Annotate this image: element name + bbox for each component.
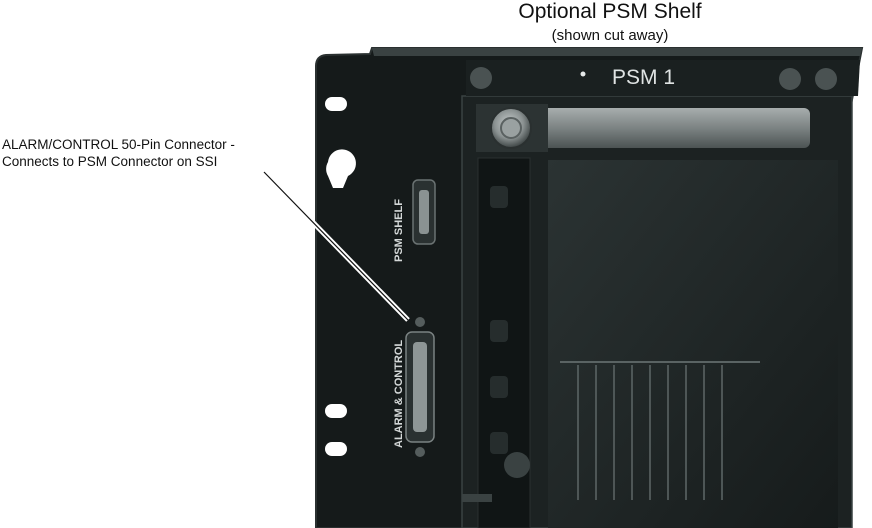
- alarm-control-connector-pins: [413, 342, 427, 432]
- chassis-bottom-edge: [462, 494, 492, 502]
- alarm-connector-screw-bottom: [415, 447, 425, 457]
- chassis-top-lip: [372, 48, 862, 56]
- led-indicator: [581, 72, 586, 77]
- heatsink-block: [548, 160, 838, 528]
- alarm-control-label: ALARM & CONTROL: [393, 340, 405, 448]
- rail-notch-4: [490, 432, 508, 454]
- module-bottom-screw: [504, 452, 530, 478]
- psm-shelf-label: PSM SHELF: [393, 199, 405, 262]
- rail-notch-1: [490, 186, 508, 208]
- psm-shelf-connector-pins: [419, 190, 429, 234]
- top-screw-right-1: [779, 68, 801, 90]
- rail-notch-2: [490, 320, 508, 342]
- mount-slot-top: [325, 97, 347, 111]
- thumbscrew-center: [501, 118, 521, 138]
- rail-notch-3: [490, 376, 508, 398]
- mount-slot-mid: [325, 404, 347, 418]
- top-screw-right-2: [815, 68, 837, 90]
- mount-slot-bottom: [325, 442, 347, 456]
- psm-module-label: PSM 1: [612, 66, 675, 89]
- module-handle: [540, 108, 810, 148]
- top-screw-left: [470, 67, 492, 89]
- alarm-connector-screw-top: [415, 317, 425, 327]
